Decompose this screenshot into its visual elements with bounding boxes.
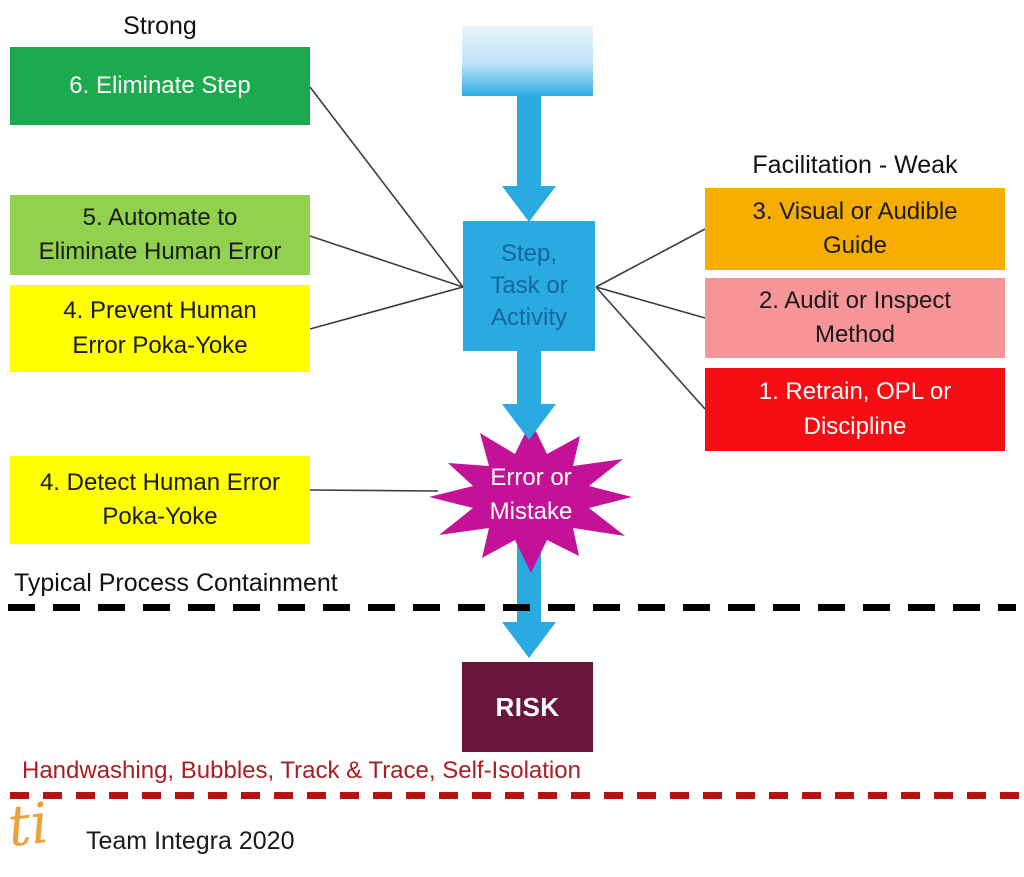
box-audit-inspect-method: 2. Audit or Inspect Method [705,278,1005,358]
box-automate-eliminate-error: 5. Automate to Eliminate Human Error [10,195,310,275]
connector-detect-to-star [309,489,439,492]
error-mistake-label: Error or Mistake [489,464,573,525]
step-task-activity-box: Step, Task or Activity [463,221,595,351]
connector-process-to-guide [595,228,706,288]
credit-text: Team Integra 2020 [86,827,295,855]
box-visual-audible-guide: 3. Visual or Audible Guide [705,188,1005,270]
strong-heading: Strong [123,12,197,40]
containment-dashed-line [8,604,1016,611]
connector-process-to-audit [595,286,706,319]
box-detect-error-poka-yoke: 4. Detect Human Error Poka-Yoke [10,456,310,544]
arrow-entry-to-process [502,96,556,222]
covid-measures-text: Handwashing, Bubbles, Track & Trace, Sel… [22,757,581,784]
connector-process-to-retrain [595,286,706,410]
arrow-star-to-risk [502,545,556,658]
arrow-process-to-star [502,351,556,440]
risk-box: RISK [462,662,593,752]
facilitation-weak-heading: Facilitation - Weak [752,151,958,179]
connector-eliminate-to-process [309,86,464,288]
connector-prevent-to-process [309,286,464,330]
error-starburst [429,421,632,573]
measures-dashed-line [10,792,1024,799]
box-prevent-error-poka-yoke: 4. Prevent Human Error Poka-Yoke [10,285,310,372]
containment-heading: Typical Process Containment [14,569,338,597]
box-retrain-opl-discipline: 1. Retrain, OPL or Discipline [705,368,1005,451]
box-eliminate-step: 6. Eliminate Step [10,47,310,125]
entry-gradient-box [462,26,593,96]
team-integra-logo: ti [4,791,52,860]
connector-automate-to-process [309,235,464,288]
